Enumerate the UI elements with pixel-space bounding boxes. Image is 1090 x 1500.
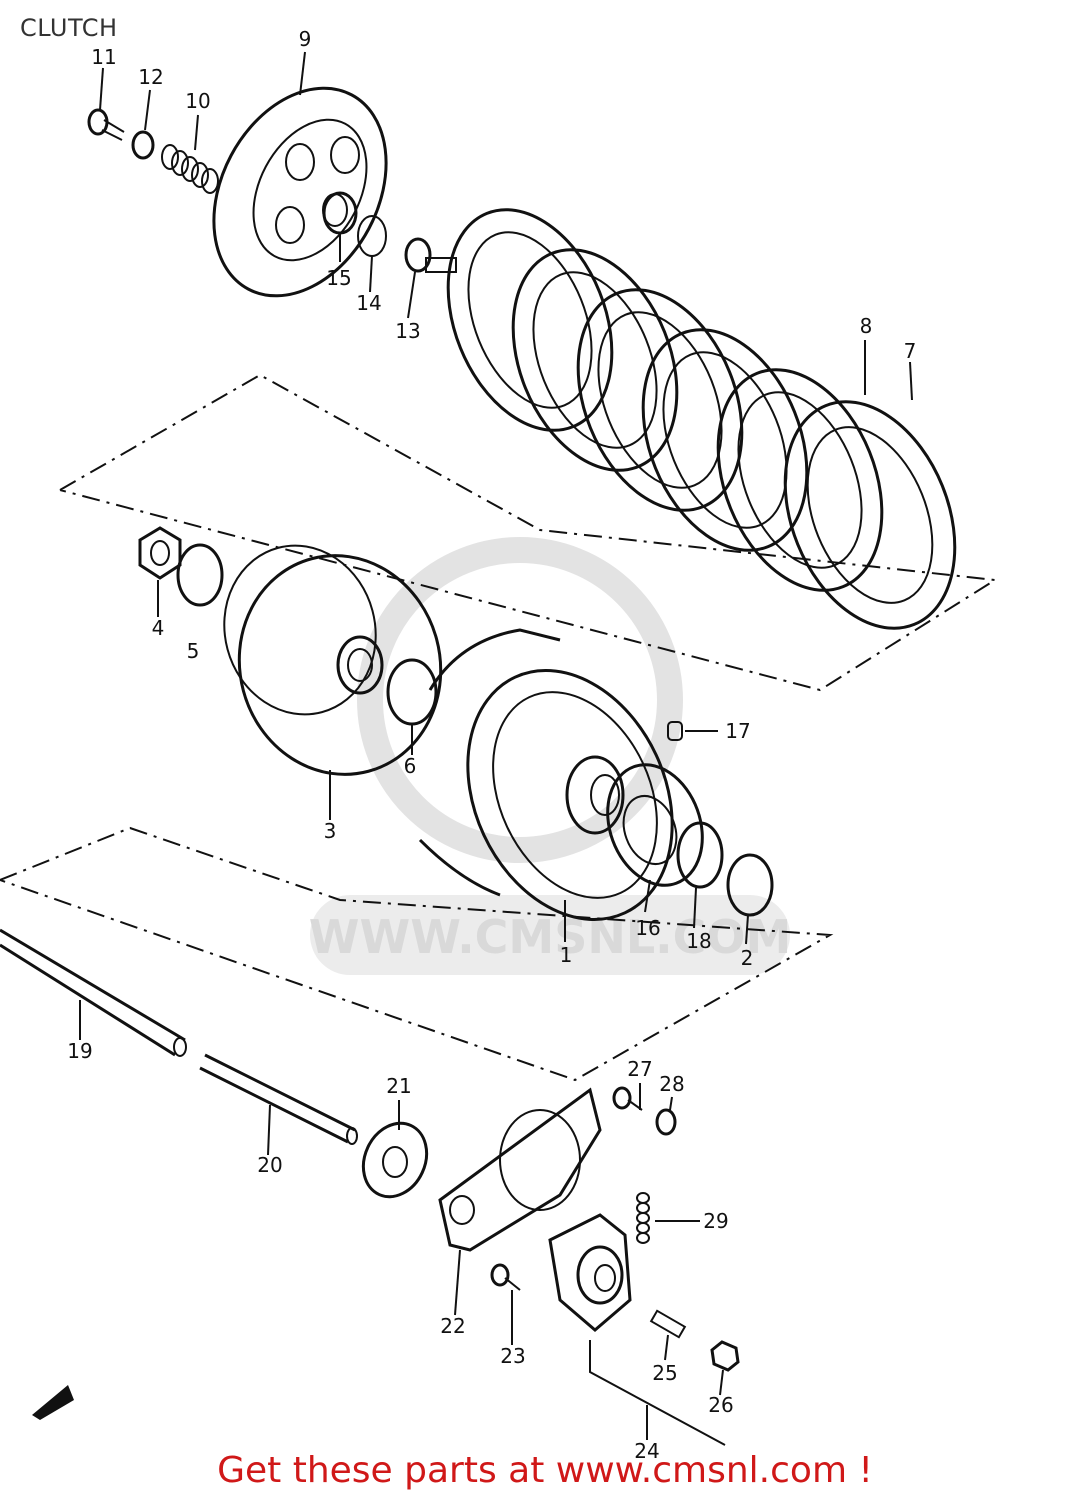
callout-7: 7 [904,339,917,363]
leader-lines [79,51,913,1446]
diagram-title: CLUTCH [20,14,118,42]
callout-14: 14 [356,291,381,315]
upper-assembly-frame [59,373,998,692]
callout-3: 3 [324,819,337,843]
callout-10: 10 [185,89,210,113]
watermark-text: WWW.CMSNL.COM [309,910,792,964]
thrust-washer [357,215,387,257]
callout-2: 2 [741,946,754,970]
oil-pump-drive-gear [606,763,704,887]
adjusting-screw [649,1309,687,1339]
clutch-release-assembly [548,1213,632,1332]
release-cover-gasket [438,1087,602,1252]
screw-washer [655,1108,677,1136]
clutch-plates-stack [446,208,957,630]
callout-9: 9 [299,27,312,51]
callout-29: 29 [703,1209,728,1233]
lock-nut [710,1340,740,1372]
spring-washer [131,130,155,160]
clutch-push-rod-short [199,1053,358,1145]
callout-24: 24 [634,1439,659,1463]
callout-13: 13 [395,319,420,343]
callout-4: 4 [152,616,165,640]
parts-link-banner[interactable]: Get these parts at www.cmsnl.com ! [217,1450,873,1491]
callout-28: 28 [659,1072,684,1096]
push-piece [404,237,457,273]
hub-thrust-washer [386,658,438,726]
clutch-spring [161,144,219,194]
lock-washer [176,543,224,607]
clutch-hub-nut [138,526,182,580]
release-mounting-bolt [490,1263,521,1291]
gear-spacer-washer [726,853,774,917]
callout-18: 18 [686,929,711,953]
front-direction-arrow [32,1385,74,1420]
callout-22: 22 [440,1314,465,1338]
callout-12: 12 [138,65,163,89]
callout-8: 8 [860,314,873,338]
callout-5: 5 [187,639,200,663]
release-return-spring [636,1192,650,1244]
gear-pin [667,721,683,741]
callout-21: 21 [386,1074,411,1098]
callout-20: 20 [257,1153,282,1177]
pressure-plate [212,86,388,298]
primary-driven-gear-assembly [418,628,674,921]
callout-15: 15 [326,266,351,290]
callout-1: 1 [560,943,573,967]
callout-11: 11 [91,45,116,69]
callout-25: 25 [652,1361,677,1385]
callout-26: 26 [708,1393,733,1417]
callout-27: 27 [627,1057,652,1081]
callout-6: 6 [404,754,417,778]
clutch-sleeve-hub [223,544,443,776]
callout-19: 19 [67,1039,92,1063]
cover-screw [612,1086,643,1111]
callout-16: 16 [635,916,660,940]
clutch-spring-bolt [87,108,125,141]
oil-seal [361,1121,429,1199]
circlip [676,821,724,889]
callout-23: 23 [500,1344,525,1368]
watermark: WWW.CMSNL.COM [309,537,792,975]
callout-17: 17 [725,719,750,743]
release-bearing [322,191,358,235]
clutch-push-rod-long [0,928,187,1057]
callout-labels: 1 2 3 4 5 6 7 8 9 10 11 12 13 14 15 16 1… [67,27,916,1463]
